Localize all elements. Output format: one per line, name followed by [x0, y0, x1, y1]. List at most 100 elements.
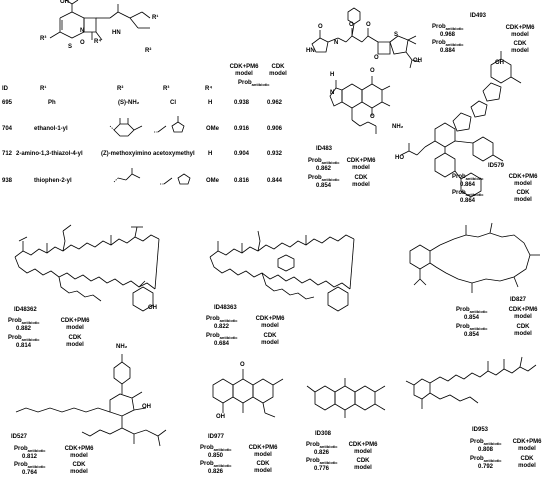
row-938-r4: OMe	[206, 178, 220, 184]
core-label-o: O	[80, 40, 85, 46]
id579-structure	[400, 51, 522, 198]
id579-label-ho: HO	[395, 155, 404, 161]
id579-prob-2: Probantibiotic 0.864	[452, 190, 484, 205]
id977-label-o: O	[240, 362, 245, 368]
id827-prob-2: Probantibiotic 0.854	[456, 324, 488, 339]
id308-structure	[306, 378, 386, 418]
table-header-r3: R³	[163, 86, 170, 92]
id977-structure	[212, 369, 284, 418]
id493-prob-2: Probantibiotic 0.884	[432, 40, 464, 55]
id48362-label-oh: OH	[148, 305, 157, 311]
row-712-cdk-pm6: 0.904	[234, 151, 250, 157]
id493-structure	[311, 7, 421, 69]
row-704-r4: OMe	[206, 126, 220, 132]
id483-label-o2: O	[370, 114, 375, 120]
id527-label-oh: OH	[142, 404, 151, 410]
id953-id: ID953	[472, 427, 489, 433]
id527-label-nh2: NH₂	[116, 344, 128, 350]
id527-prob-2: Probantibiotic 0.764	[14, 462, 46, 477]
table-header-r2: R²	[117, 86, 124, 92]
id827-prob-1: Probantibiotic 0.854	[456, 307, 488, 322]
core-label-n: N	[80, 28, 85, 34]
id308-prob-1: Probantibiotic 0.826	[306, 442, 338, 457]
id483-label-n: N	[330, 90, 335, 96]
id493-label-o3: O	[366, 22, 371, 28]
row-712-id: 712	[2, 151, 13, 157]
core-label-r4: R⁴	[94, 39, 102, 45]
row-695-r3: Cl	[170, 100, 176, 106]
row-712-r4: H	[208, 151, 213, 157]
id48362-prob-2: Probantibiotic 0.814	[8, 335, 40, 350]
row-704-id: 704	[2, 126, 13, 132]
core-label-hn: HN	[112, 30, 121, 36]
row-704-r1: ethanol-1-yl	[34, 126, 68, 132]
core-label-r3: R³	[40, 36, 47, 42]
id483-prob-1: Probantibiotic 0.862	[308, 158, 340, 173]
row-695-r1: Ph	[48, 100, 56, 106]
row-695-r2: (S)-NH₂	[118, 100, 140, 106]
row-938-r1: thiophen-2-yl	[34, 178, 72, 184]
id483-id: ID483	[316, 146, 333, 152]
id308-prob-2: Probantibiotic 0.776	[306, 458, 338, 473]
row-938-cdk-pm6: 0.816	[234, 178, 250, 184]
row-695-cdk: 0.962	[267, 100, 283, 106]
id977-id: ID977	[208, 434, 225, 440]
id48362-id: ID48362	[14, 307, 37, 313]
r3-695-triazole-structure	[160, 173, 191, 185]
core-label-r1: R¹	[152, 15, 159, 21]
id493-label-o2: O	[349, 22, 354, 28]
row-938-cdk: 0.844	[267, 178, 283, 184]
id953-prob-2: Probantibiotic 0.792	[470, 456, 502, 471]
id483-label-nh2: NH₂	[392, 124, 404, 130]
id493-prob-1: Probantibiotic 0.968	[432, 24, 464, 39]
id483-label-h: H	[330, 72, 335, 78]
id48363-structure	[209, 230, 355, 312]
id493-label-o1: O	[318, 24, 323, 30]
id493-label-o4: O	[374, 55, 379, 61]
id579-id: ID579	[488, 163, 505, 169]
table-header-r4: R⁴	[205, 86, 213, 92]
id493-label-n1: N	[334, 40, 339, 46]
table-header-id: ID	[2, 86, 8, 92]
table-header-r1: R¹	[40, 86, 47, 92]
id977-prob-1: Probantibiotic 0.850	[200, 445, 232, 460]
r2-704-piperazinedione-structure	[109, 118, 143, 137]
core-label-oh: OH	[60, 0, 69, 5]
id527-structure	[15, 354, 167, 447]
id527-prob-1: Probantibiotic 0.812	[14, 446, 46, 461]
id483-label-o1: O	[370, 68, 375, 74]
id308-id: ID308	[315, 431, 332, 437]
row-712-r1: 2-amino-1,3-thiazol-4-yl	[16, 151, 83, 157]
core-label-r2: R²	[145, 48, 152, 54]
row-938-id: 938	[2, 178, 13, 184]
id48363-id: ID48363	[214, 305, 237, 311]
id483-structure	[329, 76, 391, 134]
id48362-prob-1: Probantibiotic 0.882	[8, 318, 40, 333]
id953-structure	[405, 356, 537, 409]
id48362-structure	[14, 224, 160, 312]
row-695-cdk-pm6: 0.938	[234, 100, 250, 106]
id493-label-oh: OH	[413, 58, 422, 64]
row-712-r3: acetoxymethyl	[153, 151, 195, 157]
row-712-cdk: 0.932	[267, 151, 283, 157]
id493-label-s: S	[394, 32, 399, 38]
id977-prob-2: Probantibiotic 0.826	[200, 461, 232, 476]
id827-id: ID827	[510, 297, 527, 303]
id48363-prob-2: Probantibiotic 0.684	[206, 333, 238, 348]
r3-704-tetrazole-structure	[154, 116, 185, 133]
id977-label-oh: OH	[216, 414, 225, 420]
